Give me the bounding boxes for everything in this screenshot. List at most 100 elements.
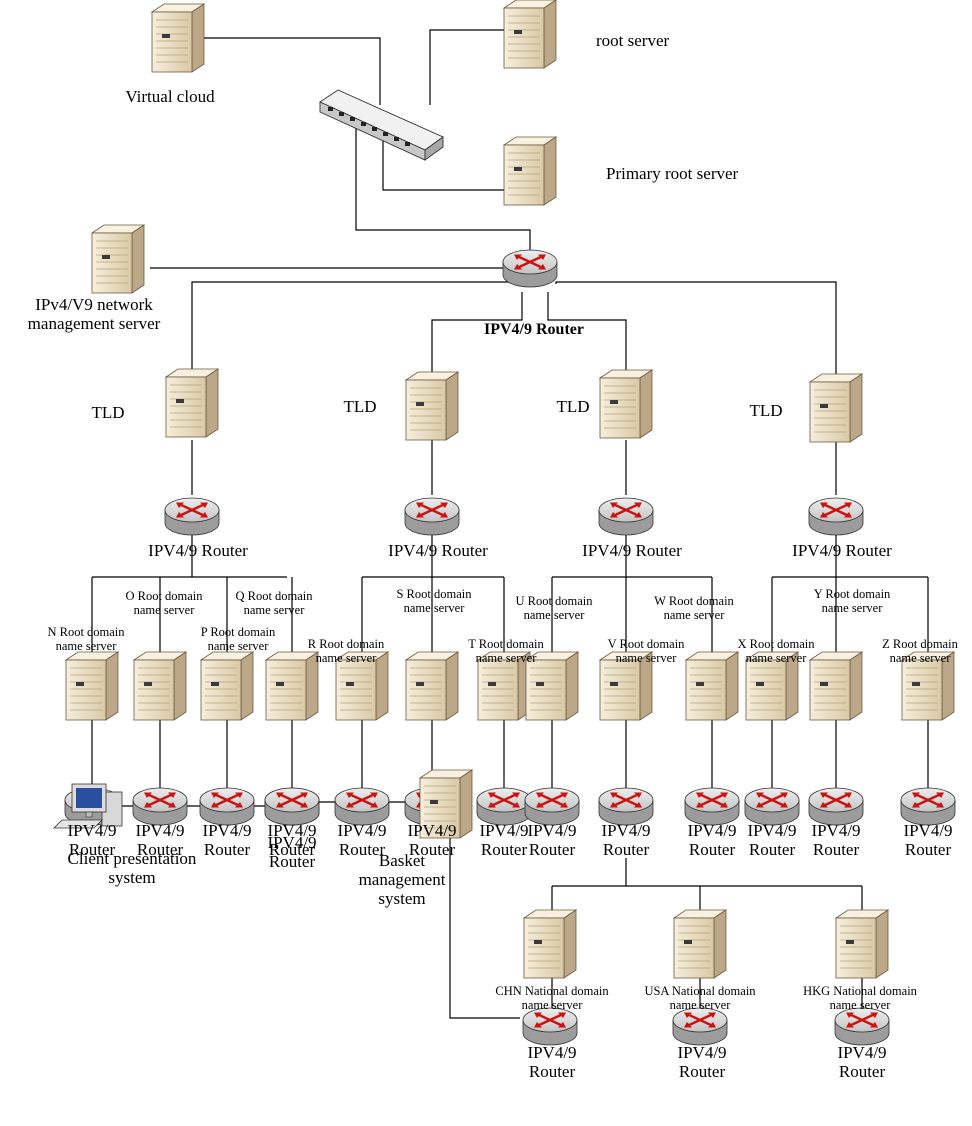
hkg-server-icon [834, 909, 890, 979]
link-core-tld2 [431, 292, 523, 380]
chn-server-icon [522, 909, 578, 979]
tld-router-label: IPV4/9 Router [582, 541, 682, 560]
primary-root-server-icon [502, 136, 558, 206]
client-computer-icon [53, 783, 123, 829]
link-core-tld3 [547, 292, 627, 380]
root-name-server-icon [598, 651, 654, 721]
root-name-server-icon [264, 651, 320, 721]
leaf-router-icon [900, 787, 956, 826]
usa-server-icon [672, 909, 728, 979]
root-name-server-icon [524, 651, 580, 721]
core-router-icon [502, 249, 558, 288]
link-basket-chn-router [449, 830, 520, 1019]
leaf-router-icon [808, 787, 864, 826]
mgmt-server-icon [90, 224, 146, 294]
root-name-server-icon [334, 651, 390, 721]
root-name-server-icon [132, 651, 188, 721]
usa-router-icon [672, 1007, 728, 1046]
leaf-router-icon [524, 787, 580, 826]
root-server-label: root server [596, 31, 670, 50]
root-name-server-icon [808, 651, 864, 721]
leaf-router-icon [199, 787, 255, 826]
leaf-router-icon [476, 787, 532, 826]
root-name-server-icon [900, 651, 956, 721]
link-core-tld1 [191, 281, 513, 380]
link-switch-root-server [429, 29, 505, 105]
link-switch-core-router [355, 125, 531, 250]
tld-router-icon [404, 497, 460, 536]
tld-router-label: IPV4/9 Router [792, 541, 892, 560]
tld-server-icon [404, 371, 460, 441]
tld-label: TLD [556, 397, 589, 416]
tld-label: TLD [91, 403, 124, 422]
basket-server-icon [418, 769, 474, 839]
link-core-tld4 [555, 281, 837, 385]
hkg-router-icon [834, 1007, 890, 1046]
tld-server-icon [808, 373, 864, 443]
leaf-router-icon [334, 787, 390, 826]
client-router-icon [264, 787, 320, 826]
root-server-icon [502, 0, 557, 69]
tld-server-icon [598, 369, 654, 439]
core-router-label: IPV4/9 Router [484, 321, 584, 338]
network-switch-icon [319, 89, 444, 161]
tld-label: TLD [749, 401, 782, 420]
tld-router-icon [164, 497, 220, 536]
root-name-server-icon [199, 651, 255, 721]
link-virtual-cloud-switch [192, 37, 381, 105]
leaf-router-icon [132, 787, 188, 826]
tld-router-label: IPV4/9 Router [388, 541, 488, 560]
root-name-server-icon [744, 651, 800, 721]
leaf-router-icon [598, 787, 654, 826]
virtual-cloud-label: Virtual cloud [125, 87, 215, 106]
leaf-router-icon [684, 787, 740, 826]
root-name-server-icon [404, 651, 460, 721]
root-name-server-icon [476, 651, 532, 721]
root-name-server-icon [64, 651, 120, 721]
tld-label: TLD [343, 397, 376, 416]
tld-server-icon [164, 368, 220, 438]
tld-router-label: IPV4/9 Router [148, 541, 248, 560]
root-name-server-icon [684, 651, 740, 721]
tld-router-icon [808, 497, 864, 536]
primary-root-server-label: Primary root server [606, 164, 739, 183]
link-switch-primary-root [382, 130, 505, 191]
leaf-router-icon [744, 787, 800, 826]
tld-router-icon [598, 497, 654, 536]
